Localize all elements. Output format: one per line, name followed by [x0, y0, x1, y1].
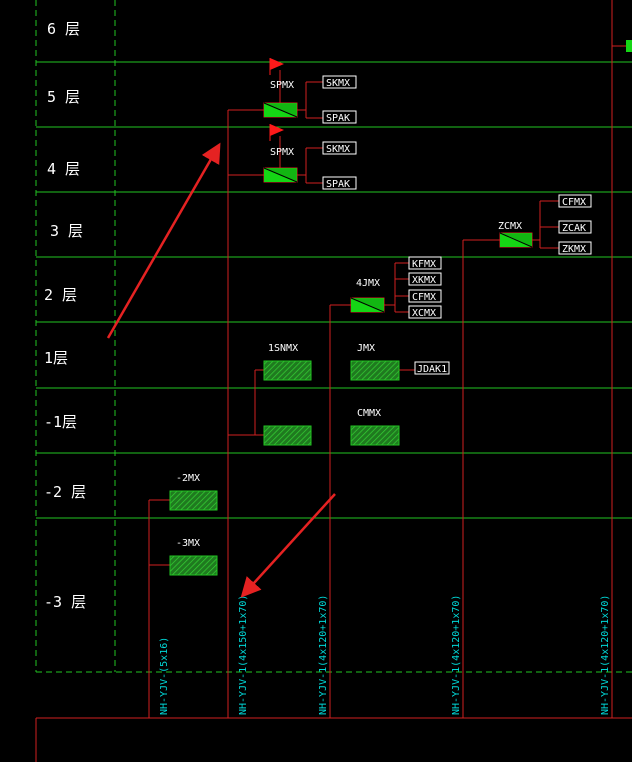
panel-1snmx[interactable] — [263, 360, 312, 381]
subbox-f3-cfmx[interactable]: CFMX — [558, 194, 592, 208]
cable-label-4: NH-YJV-1(4x120+1x70) — [451, 595, 462, 715]
arrow-up-icon — [106, 142, 221, 339]
label-4jmx: 4JMX — [356, 278, 380, 289]
label-1snmx: 1SNMX — [268, 343, 298, 354]
panel-labels: SPMX SPMX ZCMX 4JMX 1SNMX JMX CMMX -2MX … — [176, 80, 522, 549]
label-spmx-4: SPMX — [270, 147, 294, 158]
subbox-label: ZKMX — [562, 244, 586, 255]
floor-label-b1: -1层 — [44, 413, 77, 431]
subbox-label: XKMX — [412, 275, 436, 286]
panel-spmx-5[interactable] — [263, 102, 298, 118]
distribution-panels — [263, 40, 632, 313]
wiring — [35, 0, 632, 762]
subbox-label: CFMX — [562, 197, 586, 208]
panel-6f-partial[interactable] — [626, 40, 632, 52]
flag-markers — [269, 58, 284, 141]
hatched-panels — [169, 360, 400, 576]
cable-label-1: NH-YJV-(5x16) — [159, 637, 170, 715]
floor-label-b3: -3 层 — [44, 593, 86, 611]
building-outline — [35, 0, 632, 673]
subbox-f5-spak[interactable]: SPAK — [322, 110, 357, 124]
label-2mx: -2MX — [176, 473, 200, 484]
cable-label-3: NH-YJV-1(4x120+1x70) — [318, 595, 329, 715]
label-spmx-5: SPMX — [270, 80, 294, 91]
flag-icon — [270, 124, 284, 136]
sub-boxes: SKMX SPAK SKMX SPAK CFMX ZCAK ZKMX KFMX — [322, 75, 592, 375]
subbox-f2-cfmx[interactable]: CFMX — [408, 289, 442, 303]
panel-4jmx[interactable] — [350, 297, 385, 313]
subbox-label: SPAK — [326, 113, 350, 124]
floor-lines — [36, 61, 632, 519]
cable-label-2: NH-YJV-1(4x150+1x70) — [238, 595, 249, 715]
label-cmmx: CMMX — [357, 408, 381, 419]
arrow-down-icon — [240, 493, 336, 598]
panel-zcmx[interactable] — [499, 232, 533, 248]
cable-labels: NH-YJV-(5x16) NH-YJV-1(4x150+1x70) NH-YJ… — [159, 595, 611, 715]
panel-snmx-b1[interactable] — [263, 425, 312, 446]
label-3mx: -3MX — [176, 538, 200, 549]
subbox-label: ZCAK — [562, 223, 586, 234]
floor-label-4: 4 层 — [47, 160, 80, 178]
panel-3mx[interactable] — [169, 555, 218, 576]
subbox-f5-skmx[interactable]: SKMX — [322, 75, 357, 89]
subbox-label: CFMX — [412, 292, 436, 303]
annotation-arrows — [106, 142, 336, 598]
subbox-f2-xkmx[interactable]: XKMX — [408, 272, 442, 286]
floor-label-6: 6 层 — [47, 20, 80, 38]
panel-2mx[interactable] — [169, 490, 218, 511]
floor-label-5: 5 层 — [47, 88, 80, 106]
subbox-f3-zkmx[interactable]: ZKMX — [558, 241, 592, 255]
floor-label-3: 3 层 — [50, 222, 83, 240]
cable-label-5: NH-YJV-1(4x120+1x70) — [600, 595, 611, 715]
label-zcmx: ZCMX — [498, 221, 522, 232]
floor-label-1: 1层 — [44, 349, 68, 367]
subbox-label: KFMX — [412, 259, 436, 270]
panel-cmmx[interactable] — [350, 425, 400, 446]
floor-labels: 6 层 5 层 4 层 3 层 2 层 1层 -1层 -2 层 -3 层 — [44, 20, 86, 611]
floor-label-b2: -2 层 — [44, 483, 86, 501]
floor-label-2: 2 层 — [44, 286, 77, 304]
subbox-f2-kfmx[interactable]: KFMX — [408, 256, 442, 270]
subbox-f4-skmx[interactable]: SKMX — [322, 141, 357, 155]
subbox-label: SKMX — [326, 144, 350, 155]
label-jmx: JMX — [357, 343, 375, 354]
subbox-f2-xcmx[interactable]: XCMX — [408, 305, 442, 319]
flag-icon — [270, 58, 284, 70]
subbox-label: SKMX — [326, 78, 350, 89]
subbox-label: SPAK — [326, 179, 350, 190]
subbox-label: JDAK1 — [417, 364, 447, 375]
subbox-f1-jdak1[interactable]: JDAK1 — [414, 361, 450, 375]
subbox-f3-zcak[interactable]: ZCAK — [558, 220, 592, 234]
panel-jmx[interactable] — [350, 360, 400, 381]
subbox-f4-spak[interactable]: SPAK — [322, 176, 357, 190]
subbox-label: XCMX — [412, 308, 436, 319]
panel-spmx-4[interactable] — [263, 167, 298, 183]
